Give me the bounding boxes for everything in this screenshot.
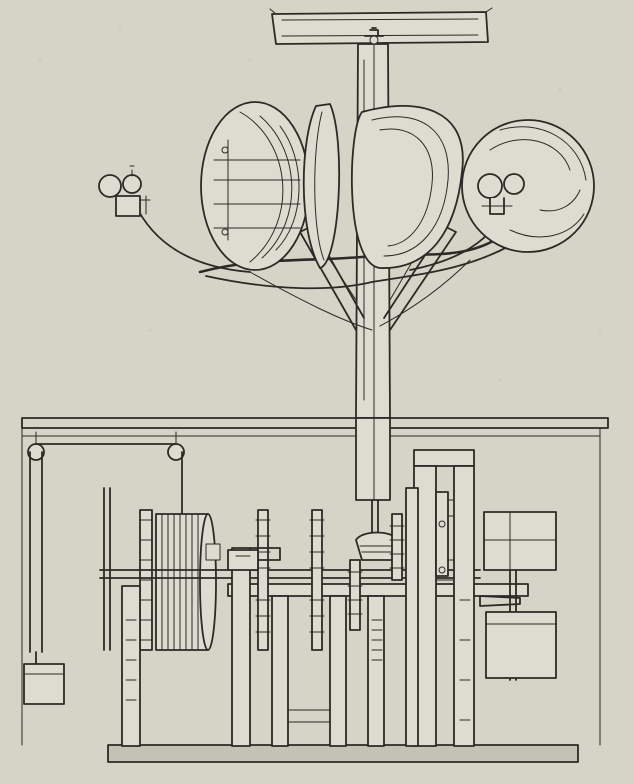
reflector-right — [461, 119, 595, 253]
reflector-edge — [302, 103, 340, 269]
lamp-burner-right — [477, 173, 525, 215]
weight-pulley — [27, 431, 185, 653]
frame-posts — [121, 547, 385, 747]
reflector-center — [350, 105, 464, 269]
housing-frame — [21, 417, 609, 763]
reflector-left — [200, 101, 310, 271]
lamp-burner-left — [98, 165, 151, 217]
escapement-block — [227, 549, 259, 571]
hatching — [125, 599, 471, 721]
governor-frame — [405, 449, 475, 747]
gear-train — [255, 509, 405, 651]
vertical-drive-shaft — [355, 417, 399, 561]
drive-weight — [23, 651, 65, 705]
paper-speckle — [29, 29, 611, 761]
counterweight-box — [483, 511, 557, 681]
top-plank — [269, 7, 493, 45]
horizontal-main-shaft — [99, 569, 529, 607]
winding-drum — [155, 513, 221, 651]
